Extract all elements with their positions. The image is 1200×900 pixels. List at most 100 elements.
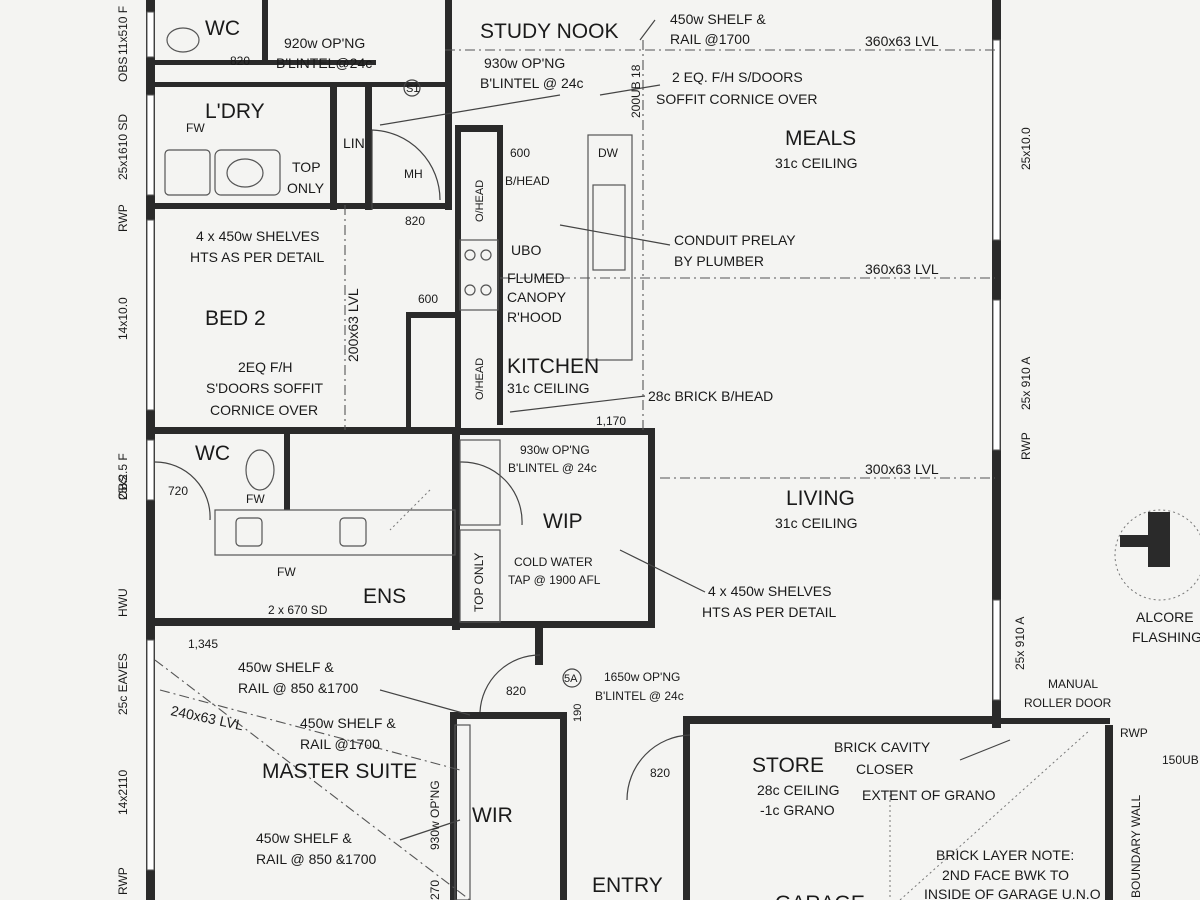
note-bed2-doors-1: 2EQ F/H [238, 359, 292, 375]
note-fw-ens: FW [277, 565, 296, 579]
note-canopy-2: CANOPY [507, 289, 567, 305]
note-door-820-b: 820 [230, 54, 250, 68]
note-door-600-a: 600 [510, 146, 530, 160]
room-living-ceiling: 31c CEILING [775, 515, 857, 531]
note-cavity-2: CLOSER [856, 761, 914, 777]
note-door-600-b: 600 [418, 292, 438, 306]
left-eaves: 25c EAVES [116, 653, 130, 715]
note-top-only-2: ONLY [287, 180, 325, 196]
left-w-25f: 25x2.5 F [116, 453, 130, 500]
right-rwp: RWP [1019, 432, 1033, 460]
right-w-100: 25x10.0 [1019, 127, 1033, 170]
note-conduit-2: BY PLUMBER [674, 253, 764, 269]
note-ms-shelf-3b: RAIL @ 850 &1700 [256, 851, 377, 867]
note-150ub: 150UB [1162, 753, 1199, 767]
room-master-suite: MASTER SUITE [262, 760, 417, 783]
room-bed2: BED 2 [205, 307, 266, 330]
left-hwu: HWU [116, 588, 130, 617]
note-fw-laundry: FW [186, 121, 205, 135]
right-w-910a: 25x 910 A [1019, 357, 1033, 410]
note-study-open-1: 930w OP'NG [484, 55, 565, 71]
note-ms-shelf-2b: RAIL @1700 [300, 736, 380, 752]
note-dim-270: 270 [428, 880, 442, 900]
note-alcore-2: FLASHING [1132, 629, 1200, 645]
note-top-only-vertical: TOP ONLY [472, 553, 486, 612]
note-dim-190: 190 [572, 704, 584, 722]
note-alcore-1: ALCORE [1136, 609, 1194, 625]
windows [146, 11, 1001, 871]
note-ms-shelf-3a: 450w SHELF & [256, 830, 352, 846]
note-ms-shelf-2a: 450w SHELF & [300, 715, 396, 731]
room-lin: LIN [343, 135, 365, 151]
room-wc-ens: WC [195, 442, 230, 465]
room-store-ceiling-1: 28c CEILING [757, 782, 839, 798]
beam-lines [154, 40, 995, 900]
note-rwp-right: RWP [1120, 726, 1148, 740]
note-boundary-wall: BOUNDARY WALL [1129, 795, 1143, 898]
note-ms-shelf-1b: RAIL @ 850 &1700 [238, 680, 359, 696]
room-store: STORE [752, 754, 824, 777]
note-bed2-shelves-1: 4 x 450w SHELVES [196, 228, 319, 244]
left-edge-labels: 11x510 F OBS 25x1610 SD RWP 14x10.0 25x2… [116, 6, 130, 895]
note-beam-1: 360x63 LVL [865, 33, 939, 49]
fixtures [164, 27, 633, 900]
note-lvl-240: 240x63 LVL [169, 702, 245, 733]
note-lvl-vertical: 200x63 LVL [345, 288, 361, 362]
note-wip-shelves-1: 4 x 450w SHELVES [708, 583, 831, 599]
note-beam-2: 360x63 LVL [865, 261, 939, 277]
room-ens: ENS [363, 585, 406, 608]
left-obs-2: OBS [116, 475, 130, 500]
note-bed2-shelves-2: HTS AS PER DETAIL [190, 249, 325, 265]
room-wc-top: WC [205, 17, 240, 40]
note-sdoors-1: 2 EQ. F/H S/DOORS [672, 69, 803, 85]
note-marker-5a: 5A [564, 673, 578, 685]
room-kitchen: KITCHEN [507, 355, 599, 378]
note-sd-670: 2 x 670 SD [268, 603, 328, 617]
note-marker-s1: S1 [406, 83, 419, 95]
note-canopy-3: R'HOOD [507, 309, 562, 325]
left-rwp-2: RWP [116, 867, 130, 895]
room-meals: MEALS [785, 127, 856, 150]
note-conduit-1: CONDUIT PRELAY [674, 232, 796, 248]
annotation-notes: 920w OP'NG B'LINTEL@24c 930w OP'NG B'LIN… [168, 11, 1200, 900]
room-wip: WIP [543, 510, 583, 533]
note-fw-wc: FW [246, 492, 265, 506]
note-wir-opening: 930w OP'NG [428, 780, 442, 850]
note-bricklayer-2: 2ND FACE BWK TO [942, 867, 1069, 883]
note-bricklayer-3: INSIDE OF GARAGE U.N.O [924, 886, 1101, 900]
left-window-1: 11x510 F [116, 6, 130, 55]
note-bed2-doors-3: CORNICE OVER [210, 402, 318, 418]
room-garage: GARAGE [775, 892, 865, 900]
note-dim-1345: 1,345 [188, 637, 218, 651]
note-cavity-1: BRICK CAVITY [834, 739, 931, 755]
room-meals-ceiling: 31c CEILING [775, 155, 857, 171]
room-wir: WIR [472, 804, 513, 827]
note-bhead: B/HEAD [505, 174, 550, 188]
left-rwp-1: RWP [116, 204, 130, 232]
marker-circle-s1 [403, 79, 421, 97]
note-entry-open-1: 1650w OP'NG [604, 670, 680, 684]
note-sdoors-2: SOFFIT CORNICE OVER [656, 91, 818, 107]
room-store-ceiling-2: -1c GRANO [760, 802, 835, 818]
alcore-detail [1114, 509, 1200, 601]
note-ohead-1: O/HEAD [474, 180, 486, 222]
note-brick-bhead: 28c BRICK B/HEAD [648, 388, 773, 404]
room-study-nook: STUDY NOOK [480, 20, 618, 43]
note-dw: DW [598, 146, 619, 160]
note-wip-shelves-2: HTS AS PER DETAIL [702, 604, 837, 620]
note-door-820-d: 820 [650, 766, 670, 780]
note-ms-shelf-1a: 450w SHELF & [238, 659, 334, 675]
note-cold-water-2: TAP @ 1900 AFL [508, 573, 601, 587]
leader-lines [379, 19, 1091, 900]
note-bed2-doors-2: S'DOORS SOFFIT [206, 380, 323, 396]
left-w-2110: 14x2110 [116, 770, 130, 815]
note-roller-1: MANUAL [1048, 677, 1098, 691]
note-cold-water-1: COLD WATER [514, 555, 593, 569]
room-kitchen-ceiling: 31c CEILING [507, 380, 589, 396]
right-edge-labels: 25x10.0 RWP 25x 910 A 25x 910 A [1013, 127, 1033, 670]
room-entry: ENTRY [592, 874, 663, 897]
note-shelf-top-1: 450w SHELF & [670, 11, 766, 27]
note-shelf-top-2: RAIL @1700 [670, 31, 750, 47]
